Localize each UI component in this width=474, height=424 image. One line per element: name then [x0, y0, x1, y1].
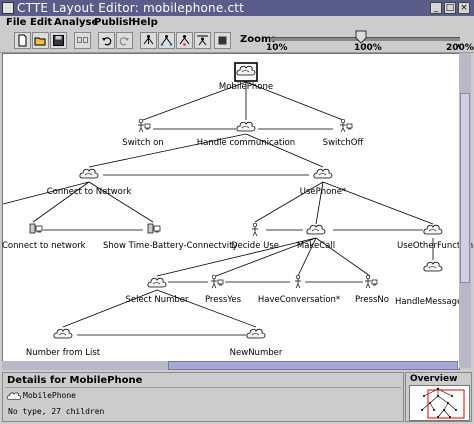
task-label: Decide Use — [231, 241, 279, 251]
tree-icon — [143, 35, 154, 45]
task-node-switch-on[interactable]: Switch on — [122, 118, 164, 148]
details-divider — [5, 387, 401, 388]
task-tree-canvas[interactable]: MobilePhone Switch on Handle communicati… — [2, 53, 473, 370]
task-label: HaveConversation* — [258, 295, 340, 305]
open-folder-icon — [34, 37, 46, 46]
overview-viewport-rect — [427, 389, 465, 419]
task-node-number-from-list[interactable]: Number from List — [26, 328, 101, 358]
close-button[interactable]: × — [458, 2, 470, 14]
tree-layout-button-1[interactable] — [140, 32, 157, 49]
overview-panel: Overview — [405, 372, 472, 422]
redo-icon — [119, 37, 129, 46]
task-label: PressNo — [355, 295, 389, 305]
task-label: Switch on — [122, 138, 163, 148]
zoom-label: Zoom: — [240, 34, 276, 45]
zoom-slider-thumb[interactable] — [355, 30, 367, 44]
zoom-tick — [458, 44, 459, 47]
details-panel: Details for MobilePhone MobilePhone No t… — [2, 372, 404, 422]
open-file-button[interactable] — [32, 32, 49, 49]
overview-minimap[interactable] — [409, 385, 470, 421]
details-task-info: No type, 27 children — [8, 407, 105, 416]
zoom-tick — [365, 44, 366, 47]
overview-tree-thumbnail — [421, 387, 465, 419]
task-node-handle-communication[interactable]: Handle communication — [197, 121, 295, 148]
task-tree-diagram[interactable]: MobilePhone Switch on Handle communicati… — [2, 54, 473, 369]
tree-layout-button-4[interactable] — [194, 32, 211, 49]
maximize-button[interactable]: □ — [444, 2, 456, 14]
task-label: UsePhone* — [300, 187, 346, 197]
task-label: SwitchOff — [323, 138, 365, 148]
task-label: NewNumber — [230, 348, 283, 358]
stop-button[interactable] — [214, 32, 231, 49]
window-title: CTTE Layout Editor: mobilephone.ctt — [17, 1, 245, 15]
new-file-icon — [18, 34, 27, 47]
task-label: Select Number — [125, 295, 189, 305]
zoom-tick — [273, 44, 274, 47]
view-button[interactable] — [74, 32, 91, 49]
task-node-usephone[interactable]: UsePhone* — [300, 168, 346, 197]
task-node-newnumber[interactable]: NewNumber — [230, 328, 283, 358]
menu-analyse[interactable]: Analyse — [54, 17, 99, 28]
task-label: Connect to network — [2, 241, 86, 251]
vertical-scroll-thumb[interactable] — [460, 93, 470, 283]
task-label: Number from List — [26, 348, 101, 358]
save-disk-icon — [53, 35, 64, 46]
task-node-select-number[interactable]: Select Number — [125, 277, 189, 305]
task-node-switch-off[interactable]: SwitchOff — [323, 118, 365, 148]
window-icon — [77, 37, 88, 43]
temporal-operators — [43, 128, 423, 336]
task-node-makecall[interactable]: MakeCall — [297, 224, 335, 251]
task-label: Handle communication — [197, 138, 295, 148]
zoom-max-label: 200% — [446, 43, 474, 53]
menu-help[interactable]: Help — [132, 17, 158, 28]
details-task-name: MobilePhone — [23, 391, 76, 400]
menu-edit[interactable]: Edit — [30, 17, 53, 28]
tree-collapse-icon — [179, 35, 190, 46]
task-node-connect-to-network[interactable]: Connect to Network — [47, 168, 132, 197]
task-node-decide-use[interactable]: Decide Use — [231, 222, 279, 251]
task-node-show-time-battery[interactable]: Show Time-Battery-Connectvity — [103, 223, 237, 251]
menu-bar: File Edit Analyse Publish Help — [0, 16, 474, 30]
tree-expand-icon — [160, 35, 173, 46]
task-node-connect-to-network-app[interactable]: Connect to network — [2, 223, 86, 251]
vertical-scrollbar[interactable] — [459, 53, 471, 368]
app-icon[interactable] — [2, 2, 14, 14]
task-node-pressyes[interactable]: PressYes — [205, 274, 242, 305]
task-node-root[interactable]: MobilePhone — [219, 62, 273, 92]
horizontal-scrollbar[interactable] — [2, 361, 458, 370]
minimize-button[interactable]: _ — [430, 2, 442, 14]
task-node-useotherfunction[interactable]: UseOtherFunction — [397, 224, 473, 251]
task-node-pressno[interactable]: PressNo — [355, 274, 389, 305]
task-label: UseOtherFunction — [397, 241, 473, 251]
task-label: PressYes — [205, 295, 242, 305]
zoom-mid-label: 100% — [354, 43, 382, 53]
tree-edges — [2, 81, 434, 328]
task-label: HandleMessages — [395, 297, 467, 307]
details-title: Details for MobilePhone — [7, 375, 143, 386]
abstract-task-icon — [6, 392, 22, 400]
overview-title: Overview — [410, 374, 458, 384]
task-label: MobilePhone — [219, 82, 273, 92]
zoom-min-label: 10% — [266, 43, 288, 53]
menu-file[interactable]: File — [6, 17, 27, 28]
task-node-haveconversation[interactable]: HaveConversation* — [258, 274, 340, 305]
tree-align-icon — [197, 35, 208, 46]
tree-layout-button-3[interactable] — [176, 32, 193, 49]
horizontal-scroll-thumb[interactable] — [168, 361, 458, 370]
redo-button[interactable] — [116, 32, 133, 49]
menu-publish[interactable]: Publish — [94, 17, 136, 28]
title-bar[interactable]: CTTE Layout Editor: mobilephone.ctt _ □ … — [0, 0, 474, 16]
toolbar: Zoom: 10% 100% 200% — [0, 30, 474, 53]
undo-icon — [102, 37, 112, 46]
task-label: Show Time-Battery-Connectvity — [103, 241, 237, 251]
stop-square-icon — [218, 36, 227, 45]
task-label: MakeCall — [297, 241, 335, 251]
task-label: Connect to Network — [47, 187, 132, 197]
save-file-button[interactable] — [50, 32, 67, 49]
new-file-button[interactable] — [14, 32, 31, 49]
undo-button[interactable] — [98, 32, 115, 49]
tree-layout-button-2[interactable] — [158, 32, 175, 49]
task-node-handlemessages[interactable]: HandleMessages — [395, 261, 467, 307]
